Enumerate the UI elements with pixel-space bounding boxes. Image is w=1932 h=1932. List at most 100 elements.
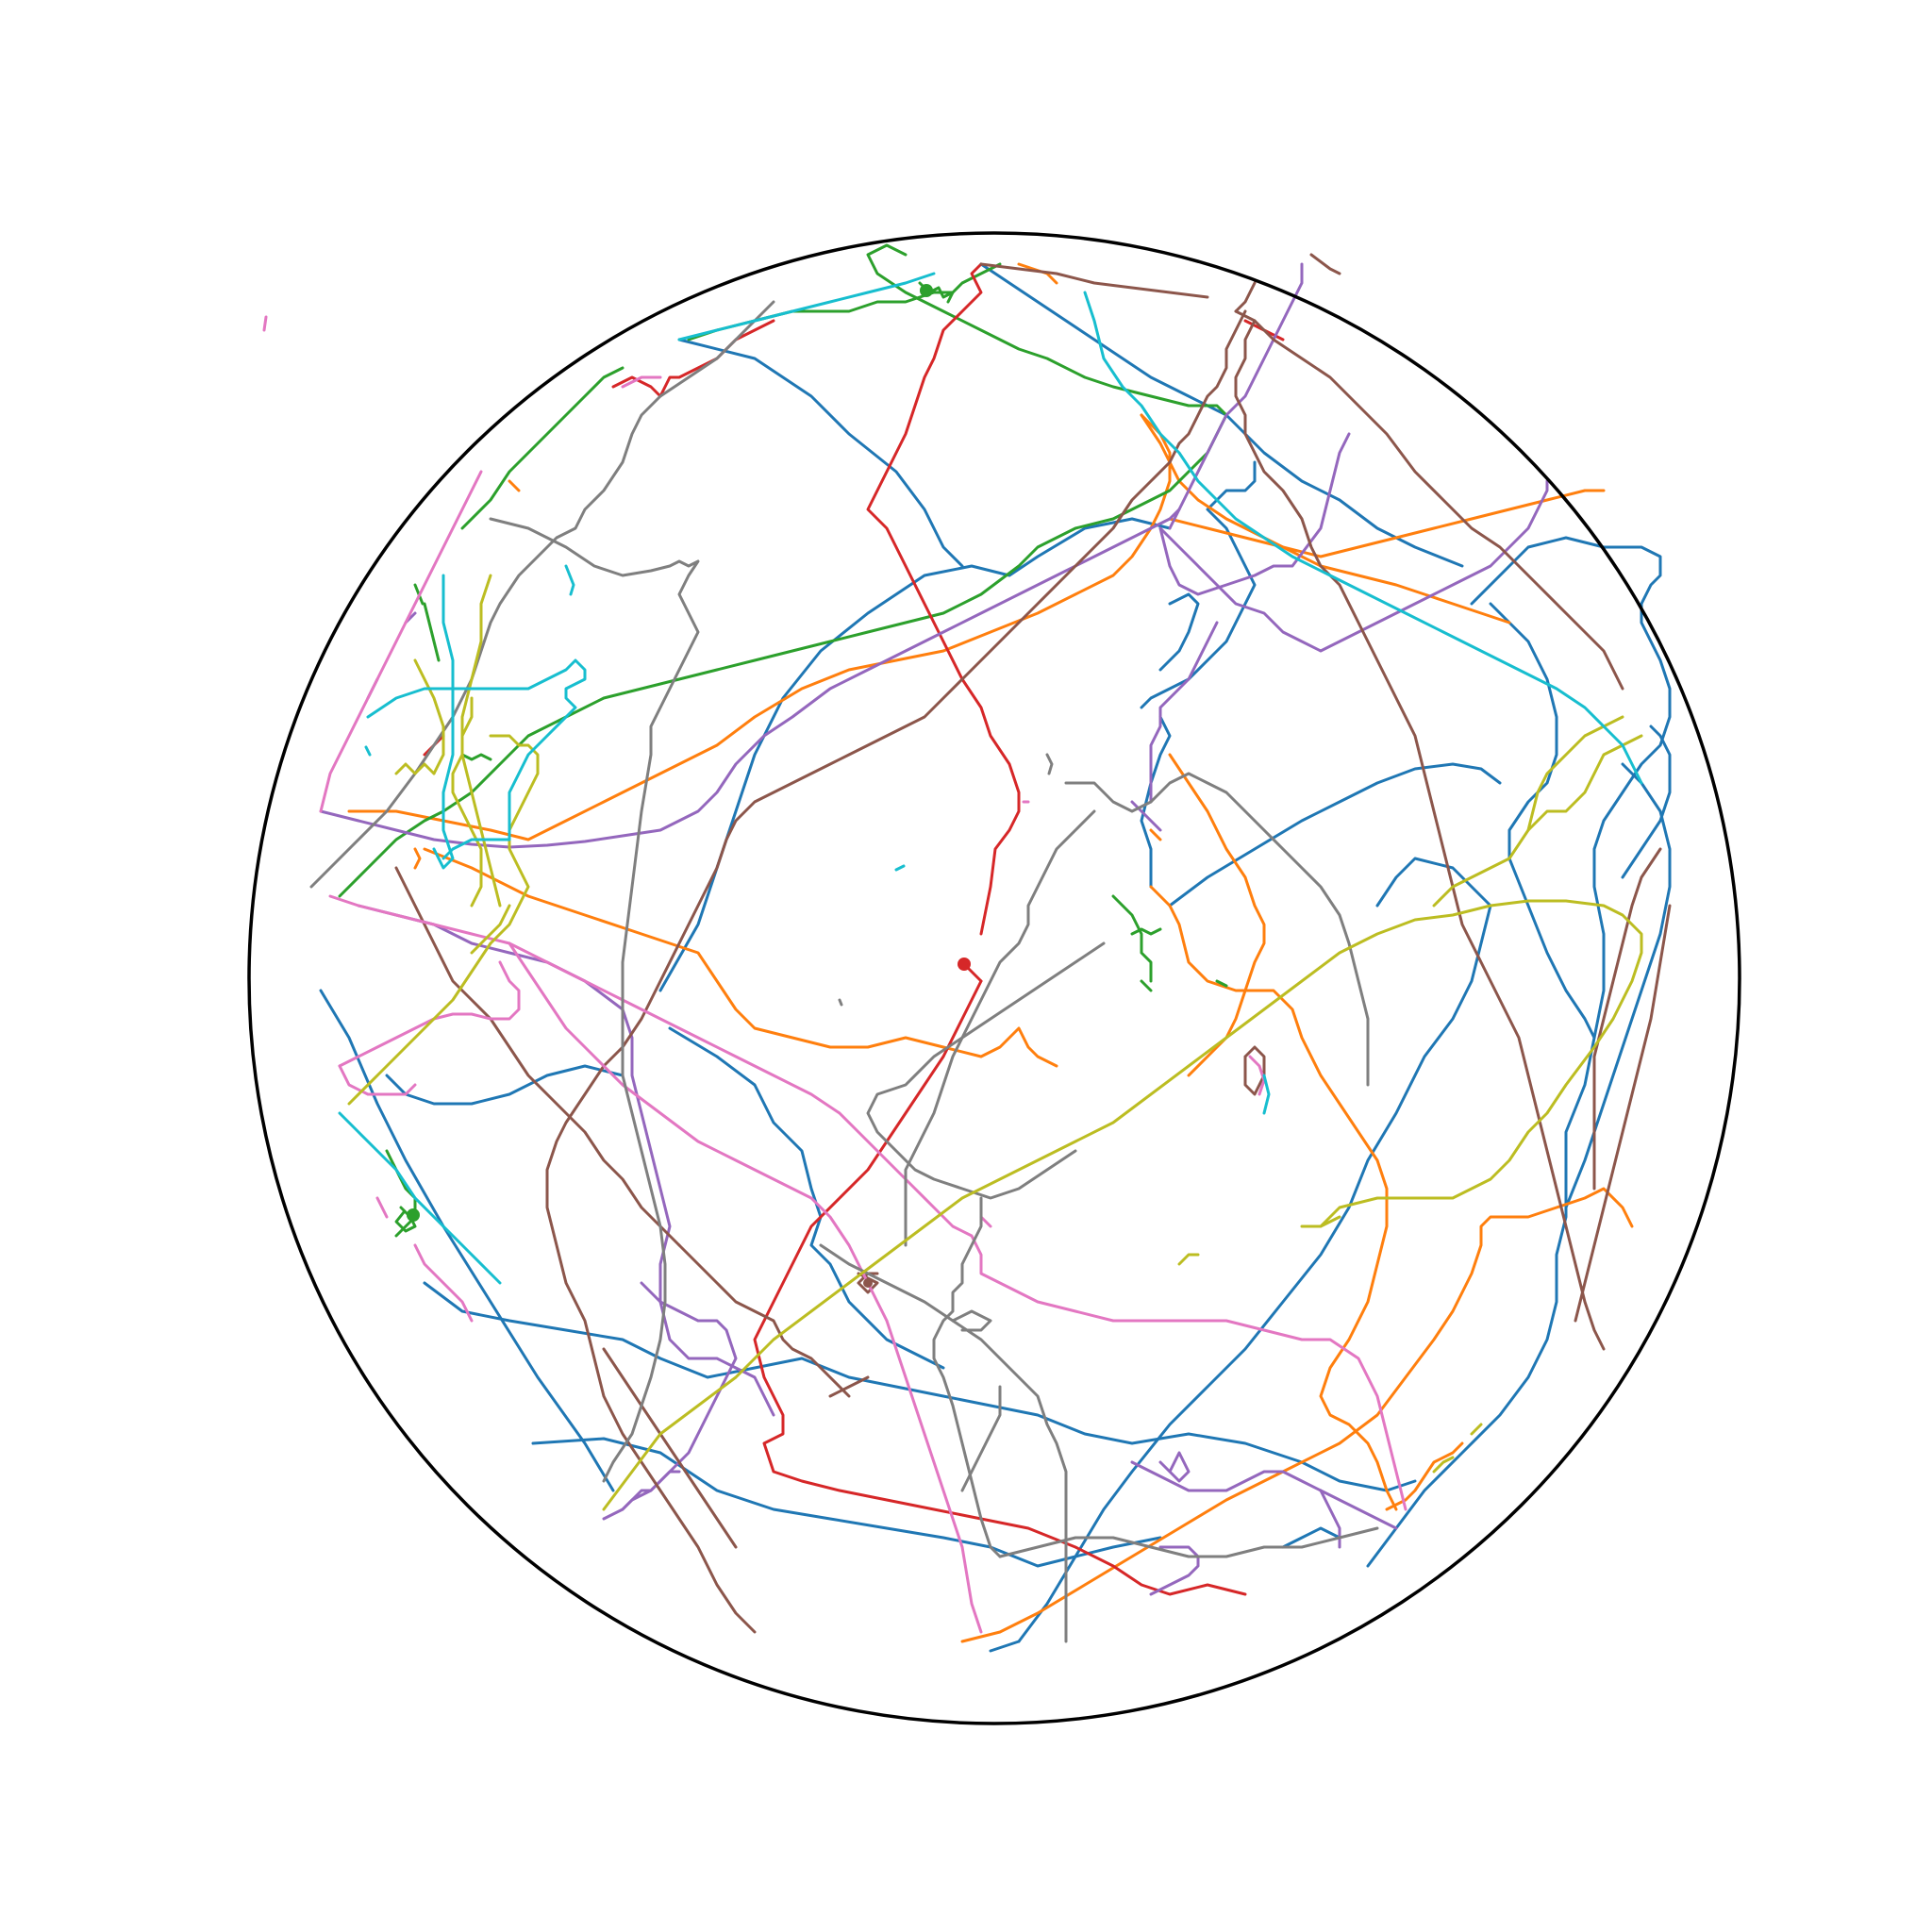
- trajectory-olive-2: [1300, 1215, 1341, 1228]
- trajectory-blue-11: [1366, 536, 1672, 1568]
- trajectory-cyan-6: [564, 564, 575, 596]
- trajectory-blue-5: [385, 1064, 625, 1106]
- trajectory-purple-2: [357, 904, 775, 1417]
- trajectory-pink-6: [319, 470, 483, 813]
- trajectory-brown-9: [1592, 847, 1662, 1191]
- trajectory-olive-7: [413, 658, 445, 775]
- trajectory-blue-19: [1281, 1526, 1341, 1549]
- trajectory-green-1: [460, 366, 625, 530]
- trajectory-green-tangle-top: [920, 284, 933, 297]
- trajectory-pink-5: [885, 1319, 983, 1634]
- trajectory-gray-7: [819, 1243, 1068, 1643]
- trajectory-purple-8: [621, 1281, 738, 1511]
- trajectory-olive-13: [394, 762, 436, 775]
- trajectory-olive-3: [347, 734, 540, 1106]
- trajectory-olive-5: [451, 696, 483, 908]
- trajectory-pink-11: [979, 1215, 992, 1228]
- trajectory-blue-7: [423, 1281, 1417, 1492]
- trajectory-purple-1: [319, 508, 1181, 849]
- trajectory-olive-12: [1470, 1423, 1483, 1436]
- trajectory-brown-2: [1234, 319, 1606, 1351]
- trajectory-orange-12: [413, 847, 422, 870]
- trajectory-group: [262, 243, 1672, 1653]
- trajectory-brown-14: [979, 262, 1209, 299]
- trajectory-brown-13: [1309, 253, 1341, 275]
- trajectory-blue-1: [658, 517, 1172, 992]
- trajectory-olive-1: [602, 899, 1643, 1511]
- trajectory-pink-7: [413, 1243, 474, 1323]
- trajectory-gray-12: [838, 998, 843, 1007]
- trajectory-green-4: [423, 602, 441, 662]
- trajectory-orange-3: [1140, 413, 1511, 625]
- trajectory-purple-7: [1149, 621, 1219, 804]
- trajectory-pink-3: [338, 1064, 417, 1096]
- trajectory-blue-15: [1140, 460, 1257, 709]
- trajectory-orange-4: [1168, 489, 1606, 558]
- trajectory-blue-13: [1564, 762, 1672, 1209]
- trajectory-olive-6: [460, 574, 502, 908]
- trajectory-blue-17: [1140, 715, 1172, 889]
- trajectory-brown-4: [394, 866, 681, 1247]
- trajectory-orange-1: [347, 413, 1172, 841]
- trajectory-gray-5: [866, 941, 1106, 1200]
- trajectory-green-7: [1111, 894, 1153, 983]
- trajectory-purple-3: [1158, 479, 1549, 653]
- trajectory-gray-10: [979, 1517, 1002, 1558]
- trajectory-blue-3: [979, 262, 1464, 568]
- trajectory-brown-6: [602, 1347, 738, 1549]
- trajectory-orange-7: [1168, 753, 1266, 1077]
- trajectory-pink-1: [328, 894, 1407, 1511]
- trajectory-brown-8: [1234, 281, 1257, 313]
- trajectory-gray-11: [951, 1309, 992, 1332]
- trajectory-orange-10: [1149, 828, 1162, 841]
- trajectory-blue-2: [677, 338, 964, 568]
- trajectory-blue-9: [1017, 857, 1492, 1643]
- trajectory-brown-3: [545, 309, 1247, 1634]
- trajectory-gray-8: [960, 1385, 1002, 1492]
- trajectory-blue-4: [319, 989, 615, 1492]
- trajectory-gray-6: [932, 1196, 983, 1521]
- trajectory-cyan-7: [894, 864, 906, 872]
- trajectory-gray-3: [1064, 772, 1370, 1087]
- trajectory-brown-10: [1574, 904, 1672, 1323]
- trajectory-blue-14: [1621, 724, 1672, 879]
- trajectory-brown-5: [677, 1243, 851, 1398]
- trajectory-gray-1: [489, 517, 700, 1483]
- trajectory-cyan-9: [364, 745, 372, 757]
- trajectory-red-2: [753, 979, 1247, 1596]
- arena-boundary: [247, 231, 1741, 1725]
- trajectory-cyan-4: [432, 574, 455, 870]
- trajectory-green-3: [687, 262, 1002, 341]
- trajectory-orange-11: [508, 479, 521, 492]
- trajectory-cyan-1: [677, 272, 936, 341]
- trajectory-orange-6: [960, 1187, 1634, 1643]
- trajectory-cyan-2: [1083, 291, 1643, 785]
- trajectory-gray-9: [998, 1526, 1379, 1558]
- trajectory-purple-11: [1149, 1545, 1200, 1596]
- trajectory-red-1: [866, 262, 1021, 936]
- trajectory-blue-6: [668, 1026, 945, 1370]
- trajectory-pink-8: [262, 315, 268, 332]
- trajectory-gray-13: [1045, 753, 1054, 775]
- trajectory-red-tangle: [958, 958, 971, 971]
- trajectory-olive-11: [1432, 1456, 1455, 1474]
- trajectory-red-3: [611, 319, 775, 398]
- trajectory-brown-7: [828, 1375, 870, 1398]
- trajectory-blue-12: [1489, 602, 1596, 1040]
- trajectory-blue-18: [989, 1640, 1021, 1653]
- trajectory-green-9: [460, 753, 492, 761]
- trajectory-pink-10: [375, 1196, 389, 1219]
- trajectory-cyan-3: [366, 658, 587, 860]
- trajectory-purple-5: [1158, 432, 1351, 596]
- trajectory-green-tangle-left: [407, 1208, 420, 1222]
- trajectory-purple-15: [1158, 1451, 1191, 1483]
- trajectory-cyan-5: [338, 1111, 502, 1285]
- trajectory-cyan-8: [1262, 1074, 1271, 1115]
- trajectory-purple-9: [602, 1470, 681, 1521]
- trajectory-olive-4: [470, 904, 511, 955]
- trajectory-olive-8: [1432, 734, 1643, 908]
- trajectory-pink-4: [508, 941, 889, 1323]
- trajectory-blue-16: [1158, 592, 1200, 672]
- trajectory-olive-10: [1177, 1253, 1200, 1266]
